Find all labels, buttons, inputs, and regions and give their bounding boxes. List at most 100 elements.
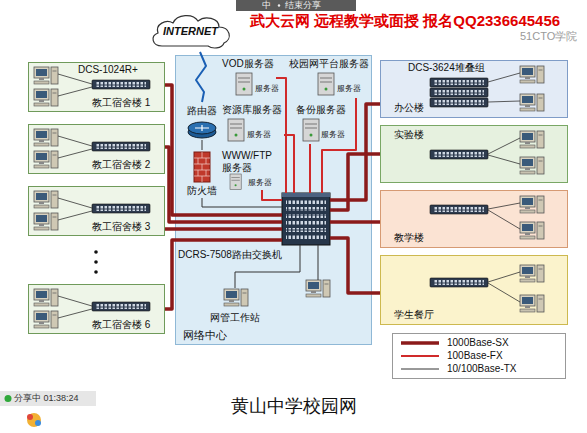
illustration-part <box>195 125 209 131</box>
server-tag: 服务器 <box>337 84 361 93</box>
illustration-part <box>430 88 488 97</box>
building-box: 实验楼 <box>380 125 568 183</box>
illustration-part <box>27 414 33 420</box>
illustration-part <box>94 250 98 254</box>
illustration-part <box>194 152 210 182</box>
building-box: DCS-1024R+ 教工宿舍楼 1 <box>28 62 165 112</box>
illustration-part <box>488 73 520 302</box>
illustration-part <box>520 196 544 213</box>
node-fill <box>381 126 568 183</box>
node-label: 教学楼 <box>394 232 424 244</box>
illustration-part <box>282 193 330 245</box>
node-label: 教工宿舍楼 1 <box>92 97 150 109</box>
share-toolbar <box>236 0 356 11</box>
illustration-part <box>34 289 58 306</box>
illustration-part <box>318 245 319 280</box>
network-link <box>309 144 311 193</box>
node-fill <box>29 285 165 334</box>
illustration-part <box>430 278 488 287</box>
building-equipment <box>430 66 544 312</box>
illustration-part <box>230 174 241 189</box>
illustration-part <box>92 302 150 311</box>
illustration-part <box>286 207 326 211</box>
network-link <box>330 220 380 224</box>
diagram-title: 黄山中学校园网 <box>0 396 587 417</box>
illustration-part <box>58 74 92 318</box>
network-link <box>165 147 282 222</box>
illustration-part <box>282 193 330 197</box>
server-tag: 服务器 <box>255 84 279 93</box>
share-status: 分享中 01:38:24 <box>14 393 79 403</box>
building-box: 教工宿舍楼 2 <box>28 124 165 174</box>
node-label: 办公楼 <box>394 102 424 114</box>
illustration-part <box>286 221 326 225</box>
illustration-part <box>520 131 544 148</box>
illustration-part <box>236 73 252 95</box>
illustration-part <box>286 200 326 204</box>
node-fill <box>381 191 568 248</box>
illustration-part <box>34 129 58 146</box>
share-status-bar <box>0 391 96 427</box>
network-link <box>165 85 282 215</box>
node-label: DCS-3624堆叠组 <box>408 62 485 74</box>
node-label: 备份服务器 <box>296 104 346 116</box>
legend-sample <box>401 369 439 370</box>
firewall-icon <box>194 152 210 182</box>
illustration-part <box>520 265 544 282</box>
node-label: 路由器 <box>187 105 217 117</box>
illustration-part <box>34 89 58 106</box>
building-box: 教工宿舍楼 6 <box>28 284 165 334</box>
illustration-part <box>34 191 58 208</box>
illustration-part <box>430 98 488 107</box>
legend-sample <box>401 355 439 357</box>
illustration-part <box>194 152 210 182</box>
illustration-part <box>92 204 150 213</box>
core-switch-icon <box>282 193 330 245</box>
network-link <box>330 104 380 200</box>
node-label: 教工宿舍楼 3 <box>92 221 150 233</box>
legend-text: 1000Base-SX <box>447 337 509 349</box>
illustration-part <box>286 228 326 232</box>
network-link <box>196 52 206 102</box>
cloud-outline <box>153 16 229 48</box>
illustration-part <box>34 213 58 230</box>
illustration-part <box>520 66 544 83</box>
region-label: 网络中心 <box>183 329 227 341</box>
network-link <box>284 135 294 193</box>
illustration-part <box>286 235 326 239</box>
node-fill <box>29 187 165 236</box>
illustration-part <box>27 413 41 427</box>
network-link <box>165 240 282 309</box>
illustration-part <box>94 260 98 264</box>
node-label: VOD服务器 <box>222 58 274 70</box>
node-fill <box>29 63 165 112</box>
node-label: INTERNET <box>163 25 218 37</box>
illustration-part <box>318 73 334 95</box>
illustration-part <box>430 78 488 87</box>
illustration-part <box>520 157 544 174</box>
network-link <box>262 190 282 200</box>
node-label: DCS-1024R+ <box>78 64 138 76</box>
node-label: 实验楼 <box>394 129 424 141</box>
legend-box: 1000Base-SX100Base-FX10/100Base-TX <box>392 333 566 379</box>
network-center-region: 网络中心路由器防火墙VOD服务器校园网平台服务器资源库服务器备份服务器WWW/F… <box>175 55 372 345</box>
node-label: 学生餐厅 <box>394 309 434 321</box>
toolbar-text: 中 <box>262 0 271 10</box>
illustration-part <box>34 67 58 84</box>
legend-text: 10/100Base-TX <box>447 363 517 375</box>
node-fill <box>29 125 165 174</box>
node-label: WWW/FTP 服务器 <box>222 150 278 174</box>
node-fill <box>381 256 568 325</box>
illustration-part <box>520 94 544 111</box>
server-tag: 服务器 <box>321 130 345 139</box>
network-link <box>202 140 203 150</box>
illustration-part <box>430 150 488 159</box>
cloud-node: INTERNET <box>148 12 234 52</box>
router-icon <box>188 122 216 138</box>
illustration-part <box>430 205 488 214</box>
server-tag: 服务器 <box>247 130 271 139</box>
node-label: 资源库服务器 <box>222 104 282 116</box>
building-box: 学生餐厅 <box>380 255 568 325</box>
legend-text: 100Base-FX <box>447 350 503 362</box>
building-box: 教工宿舍楼 3 <box>28 186 165 236</box>
